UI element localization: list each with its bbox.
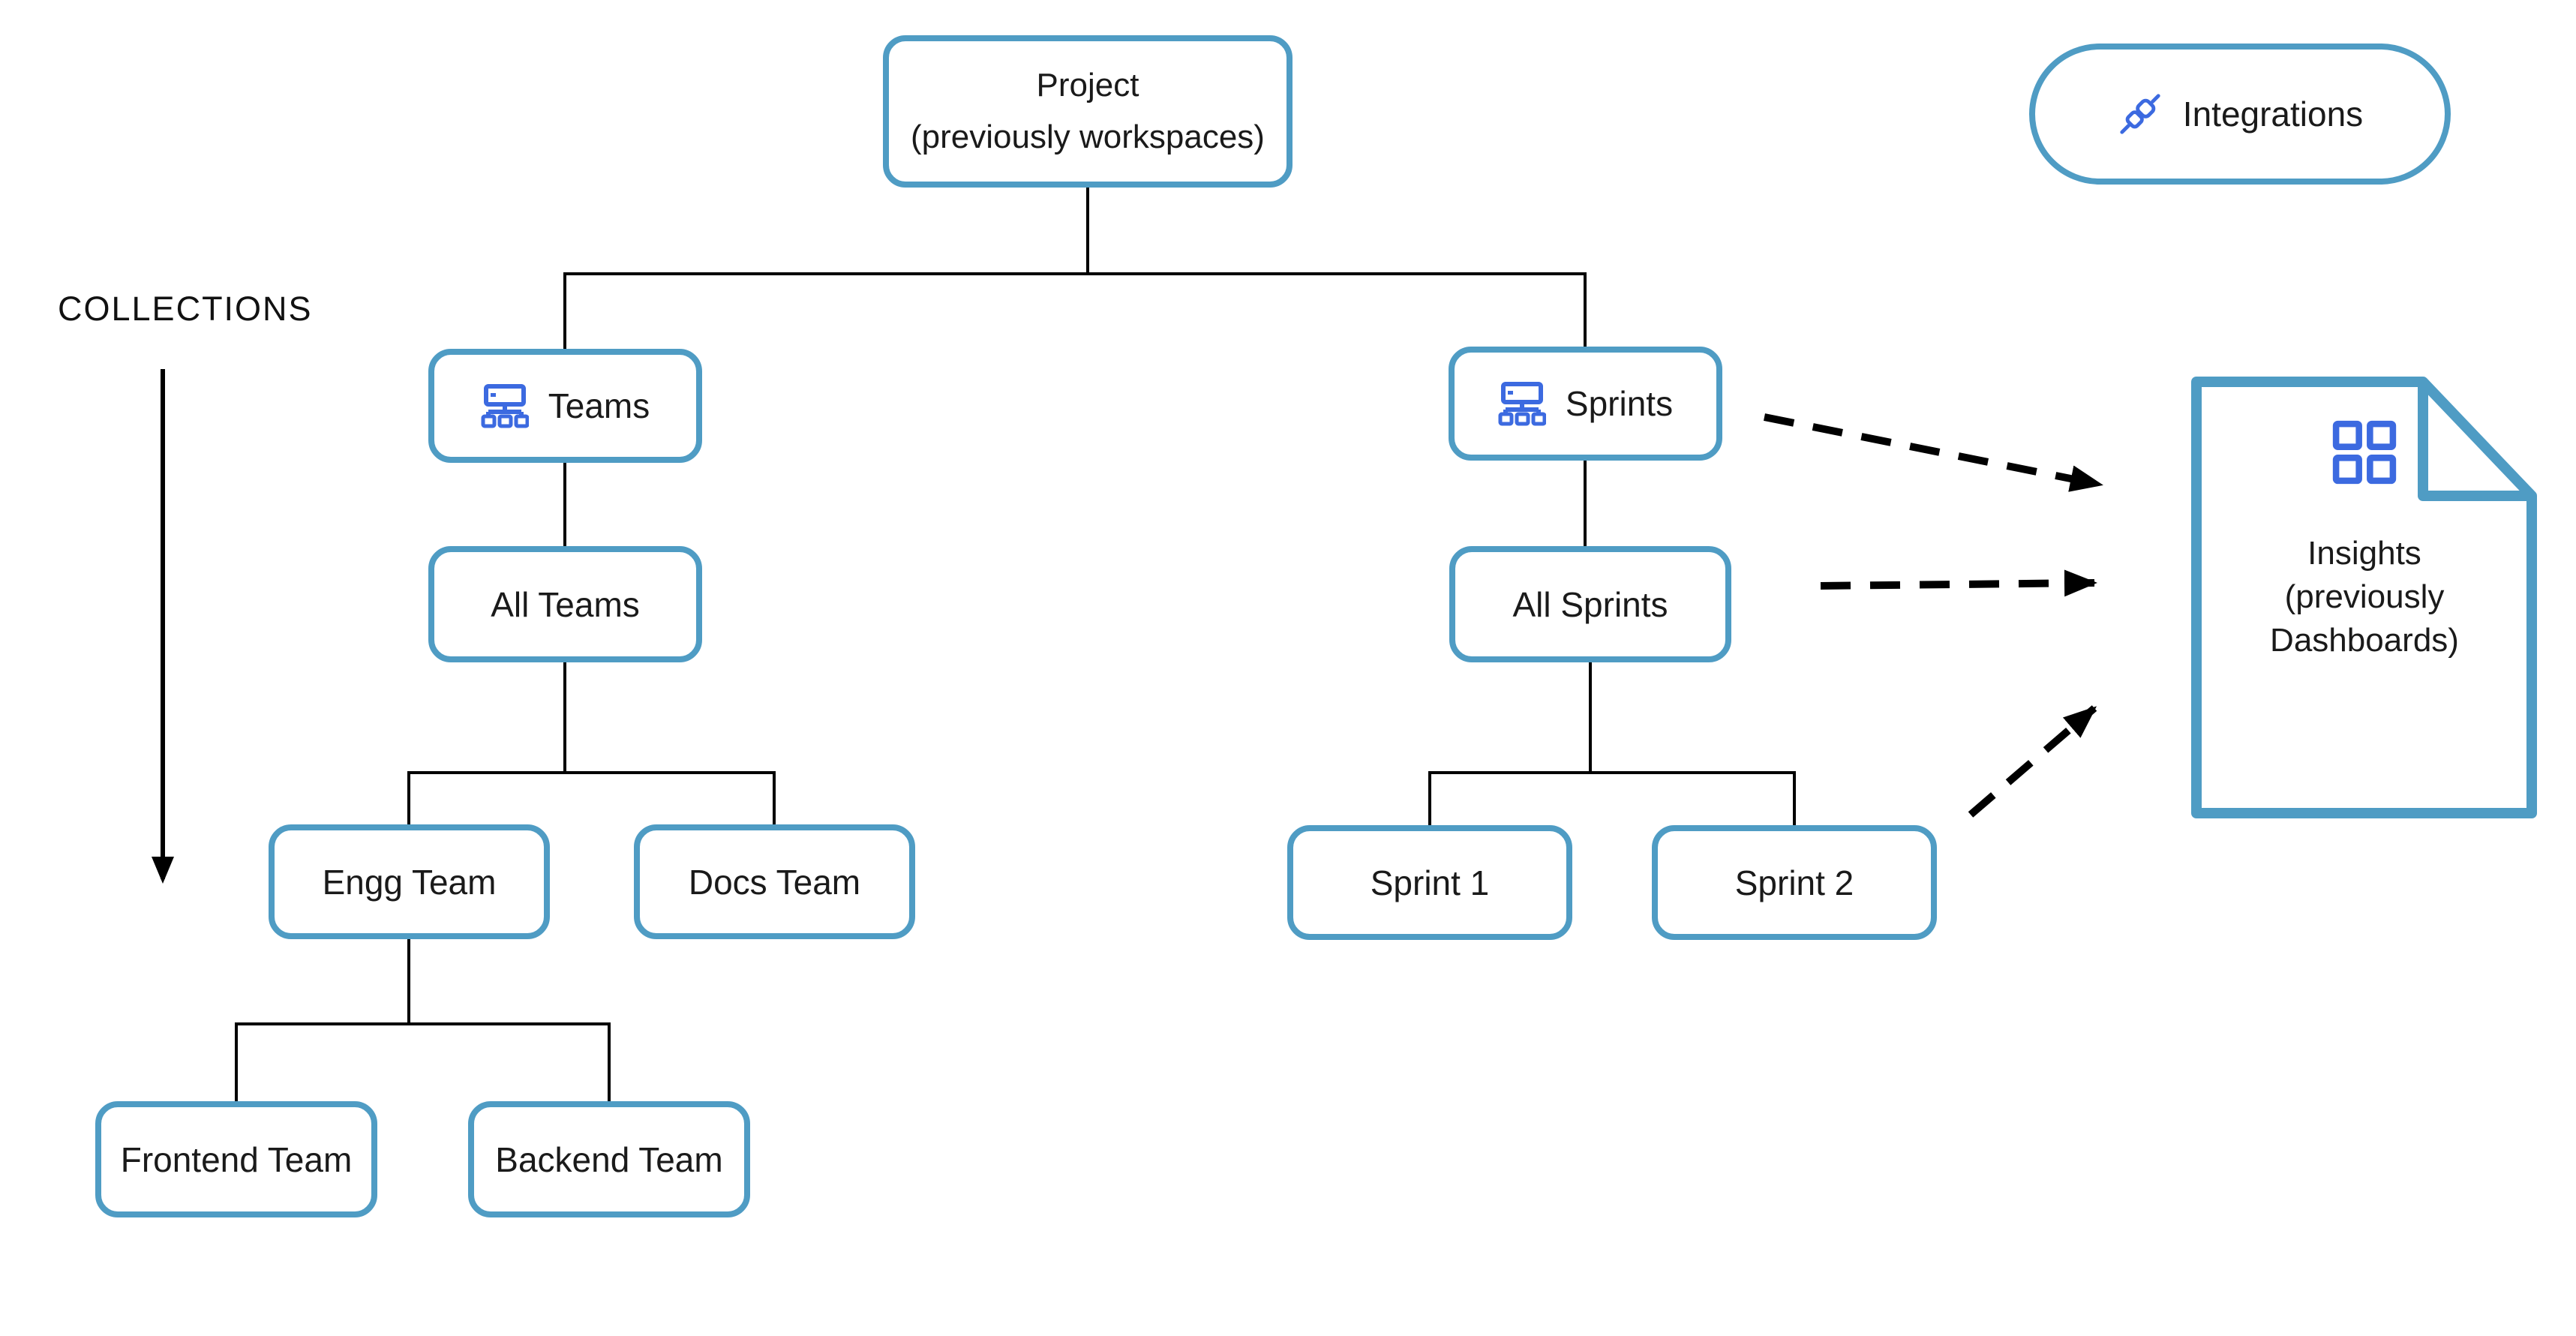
sprint-2-label: Sprint 2: [1734, 863, 1854, 902]
node-engg-team[interactable]: Engg Team: [269, 824, 550, 939]
node-project[interactable]: Project (previously workspaces): [883, 35, 1293, 188]
all-sprints-label: All Sprints: [1512, 584, 1668, 624]
sprint-1-label: Sprint 1: [1370, 863, 1490, 902]
insights-sublabel-1: (previously: [2284, 578, 2445, 616]
tree-lines: [235, 186, 1796, 1103]
dashed-arrow-sprints-to-insights: [1764, 413, 2103, 492]
node-sprints[interactable]: Sprints: [1449, 347, 1722, 461]
node-frontend-team[interactable]: Frontend Team: [95, 1101, 377, 1217]
org-chart-icon: [1498, 382, 1546, 426]
node-sprint-1[interactable]: Sprint 1: [1287, 825, 1572, 940]
project-sublabel: (previously workspaces): [911, 118, 1265, 155]
docs-team-label: Docs Team: [688, 862, 861, 902]
frontend-team-label: Frontend Team: [120, 1139, 353, 1179]
node-insights[interactable]: Insights (previously Dashboards): [2196, 380, 2532, 815]
org-chart-icon: [481, 384, 529, 428]
insights-document-shape: [2191, 377, 2537, 818]
node-teams[interactable]: Teams: [428, 349, 702, 463]
all-teams-label: All Teams: [491, 584, 640, 624]
dashed-arrow-allsprints-to-insights: [1820, 569, 2097, 597]
integrations-label: Integrations: [2182, 95, 2364, 134]
insights-label: Insights: [2307, 535, 2421, 572]
integrations-button[interactable]: Integrations: [2029, 44, 2451, 185]
dashed-arrow-sprint-to-insights: [1968, 705, 2097, 818]
node-backend-team[interactable]: Backend Team: [468, 1101, 750, 1217]
node-docs-team[interactable]: Docs Team: [634, 824, 915, 939]
node-all-sprints[interactable]: All Sprints: [1449, 546, 1731, 662]
engg-team-label: Engg Team: [322, 862, 497, 902]
node-all-teams[interactable]: All Teams: [428, 546, 702, 662]
project-label: Project: [1036, 67, 1139, 104]
teams-label: Teams: [548, 386, 650, 425]
document-outline: [2191, 377, 2537, 818]
grid-icon: [2332, 420, 2397, 485]
collections-label: COLLECTIONS: [58, 290, 313, 328]
plug-icon: [2120, 94, 2160, 134]
node-sprint-2[interactable]: Sprint 2: [1652, 825, 1937, 940]
sprints-label: Sprints: [1565, 384, 1674, 423]
insights-sublabel-2: Dashboards): [2270, 622, 2459, 659]
backend-team-label: Backend Team: [495, 1139, 723, 1179]
document-fold-corner: [2418, 382, 2532, 501]
